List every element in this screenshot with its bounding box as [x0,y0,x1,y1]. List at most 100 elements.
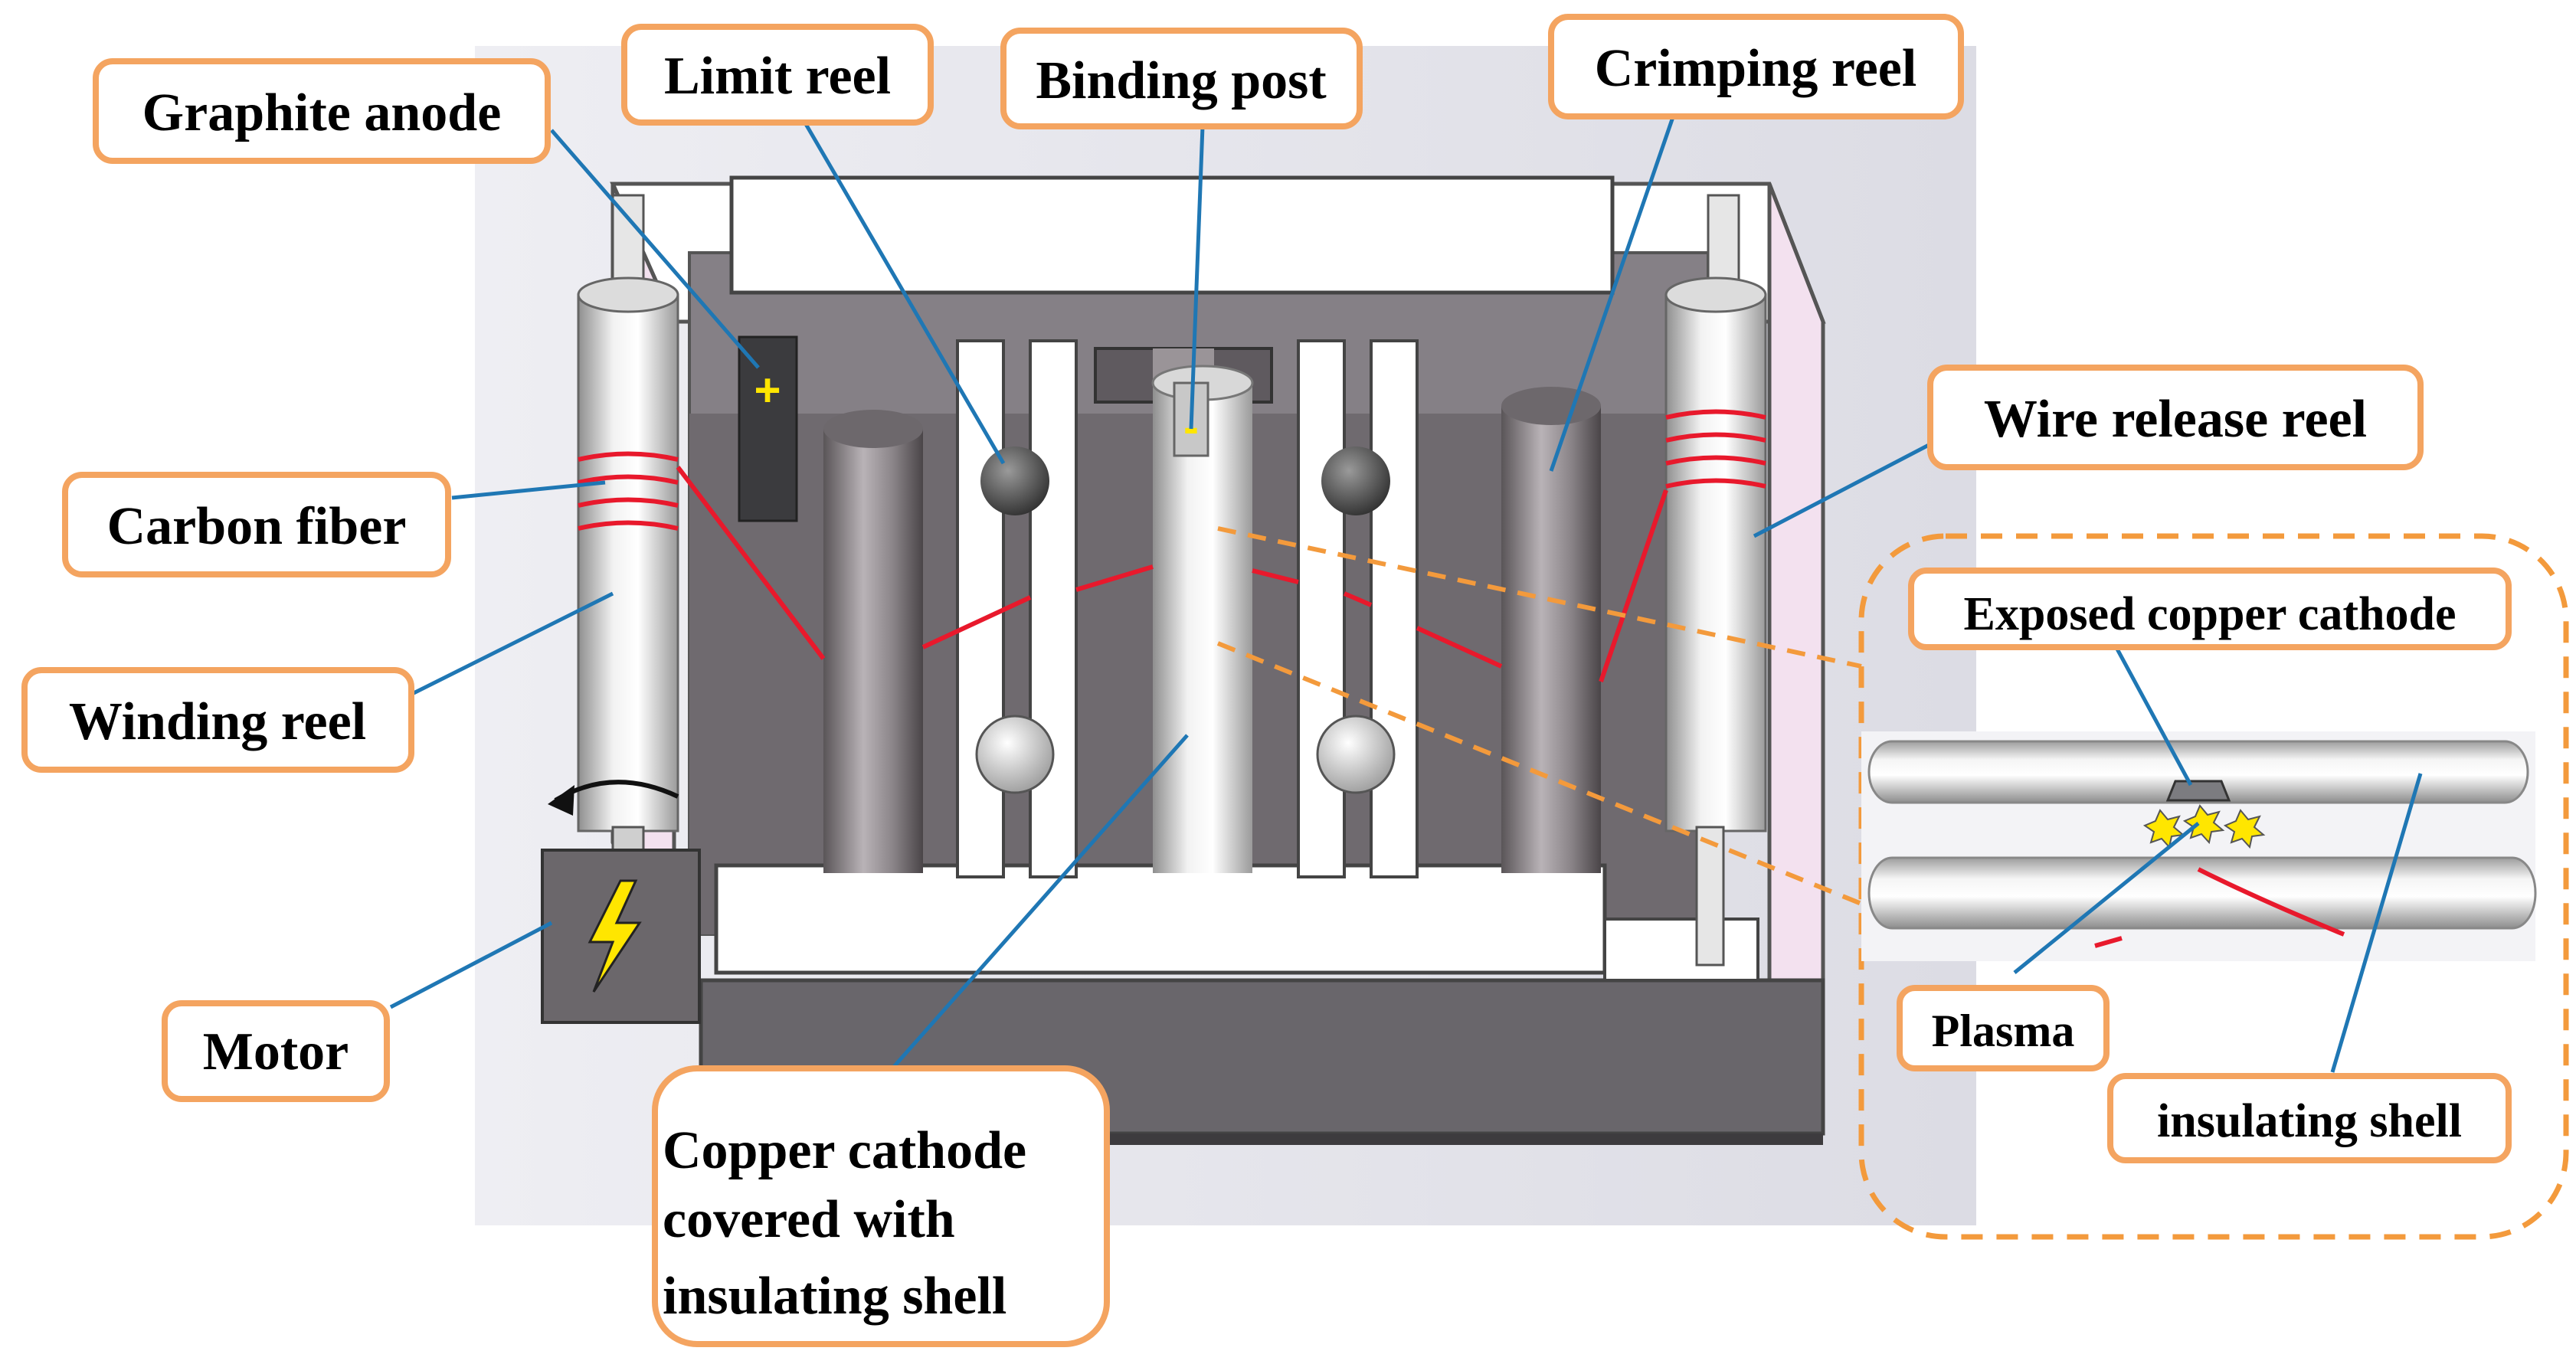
label-plasma-text: Plasma [1932,1006,2075,1056]
inset-guide-2 [1216,641,1863,906]
label-limit-reel-text: Limit reel [664,47,891,106]
label-plasma-box [1897,985,2110,1071]
winding-reel-cylinder [577,293,679,832]
label-exposed-copper-cathode: Exposed copper cathode [1908,568,2512,650]
inset-guide-1 [1217,526,1862,669]
label-wire-release-reel-text: Wire release reel [1984,390,2367,449]
limit-upright-3 [1297,339,1346,878]
crimping-reel-top [1501,387,1601,425]
label-carbon-fiber: Carbon fiber [62,472,451,577]
label-limit-reel: Limit reel [621,24,934,126]
label-copper-cathode-line3: insulating shell [663,1267,1007,1326]
label-binding-post-text: Binding post [1036,51,1326,110]
anode-sign: + [754,365,781,416]
label-graphite-anode-box [93,58,551,164]
label-graphite-anode: Graphite anode [93,58,551,164]
limit-reel-lower-left [975,715,1055,794]
label-motor: Motor [162,1000,390,1102]
wire-release-reel-top [1664,276,1767,313]
left-dark-reel-top [823,410,923,448]
label-copper-cathode-box [652,1065,1110,1347]
label-winding-reel-text: Winding reel [69,692,366,751]
wire-release-reel-cylinder [1664,293,1767,832]
inset-rod-lower [1867,856,2537,930]
label-exposed-copper-cathode-text: Exposed copper cathode [1963,588,2456,640]
limit-reel-lower-right [1316,715,1396,794]
left-dark-reel [823,429,923,873]
label-insulating-shell-box [2107,1073,2512,1163]
bottom-cross-bar [714,863,1607,975]
carbon-fiber-path [578,409,1766,682]
limit-upright-4 [1370,339,1419,878]
label-carbon-fiber-text: Carbon fiber [107,497,407,556]
label-insulating-shell: insulating shell [2107,1073,2512,1163]
limit-upright-2 [1029,339,1078,878]
label-graphite-anode-text: Graphite anode [142,83,502,142]
leader-copper-cathode [891,734,1189,1070]
leader-graphite-anode [550,129,760,369]
fiber-coil-left-2 [578,474,679,485]
fiber-coil-left-3 [578,497,679,508]
inset-rod-upper [1867,740,2529,804]
bottom-right-step [1603,918,1759,982]
exposed-cathode-patch [2165,780,2231,802]
label-motor-text: Motor [203,1022,349,1081]
crimping-reel-cylinder [1501,406,1601,873]
release-reel-bottom-shaft [1695,826,1725,967]
fiber-coil-right-4 [1665,478,1766,489]
limit-reel-upper-right [1321,446,1390,515]
leader-wire-release-reel [1753,442,1932,538]
leader-motor [389,921,553,1009]
fiber-segment-1 [676,466,826,660]
fiber-segment-2 [921,595,1032,649]
fiber-coil-left-4 [578,520,679,531]
spark-2 [2182,804,2225,845]
label-limit-reel-box [621,24,934,126]
label-exposed-copper-cathode-box [1908,568,2512,650]
fiber-coil-right-2 [1665,432,1766,443]
label-binding-post-box [1000,28,1363,129]
fiber-coil-right-3 [1665,455,1766,466]
fiber-coil-right-1 [1665,409,1766,420]
leader-insulating-shell [2330,773,2423,1073]
leader-winding-reel [412,591,614,695]
fiber-segment-3 [1075,564,1154,592]
leader-limit-reel [798,113,1006,465]
label-copper-cathode-line2: covered with [663,1190,955,1249]
leader-carbon-fiber [451,480,606,500]
fiber-segment-7 [1599,489,1668,682]
label-binding-post: Binding post [1000,28,1363,129]
label-wire-release-reel: Wire release reel [1927,365,2424,470]
leader-exposed-cathode [2112,642,2193,787]
label-wire-release-reel-box [1927,365,2424,470]
top-cross-bar [729,175,1615,295]
fiber-segment-5 [1343,591,1373,607]
fiber-segment-6 [1416,626,1503,669]
fiber-segment-4 [1252,568,1299,584]
label-winding-reel-box [21,667,414,773]
inset-fiber-tail [2094,936,2123,948]
graphite-anode-block [738,335,798,522]
curved-arrow-head [548,785,574,816]
label-motor-box [162,1000,390,1102]
copper-cathode-rod [1153,383,1252,873]
winding-reel-top [577,276,679,313]
label-copper-cathode-line1: Copper cathode [663,1121,1026,1180]
spark-3 [2223,809,2266,849]
leader-crimping-reel [1549,114,1676,472]
label-crimping-reel-box [1548,14,1964,119]
label-winding-reel: Winding reel [21,667,414,773]
label-plasma: Plasma [1897,985,2110,1071]
label-crimping-reel: Crimping reel [1548,14,1964,119]
leader-lines [389,113,2423,1073]
label-crimping-reel-text: Crimping reel [1595,39,1917,98]
leader-plasma [2013,822,2200,974]
lightning-bolt-icon [588,879,642,993]
label-copper-cathode: Copper cathode covered with insulating s… [652,1065,1110,1347]
fiber-coil-left-1 [578,451,679,462]
inset-fiber [2197,867,2345,937]
leader-binding-post [1189,126,1205,430]
label-insulating-shell-text: insulating shell [2157,1095,2462,1147]
label-carbon-fiber-box [62,472,451,577]
